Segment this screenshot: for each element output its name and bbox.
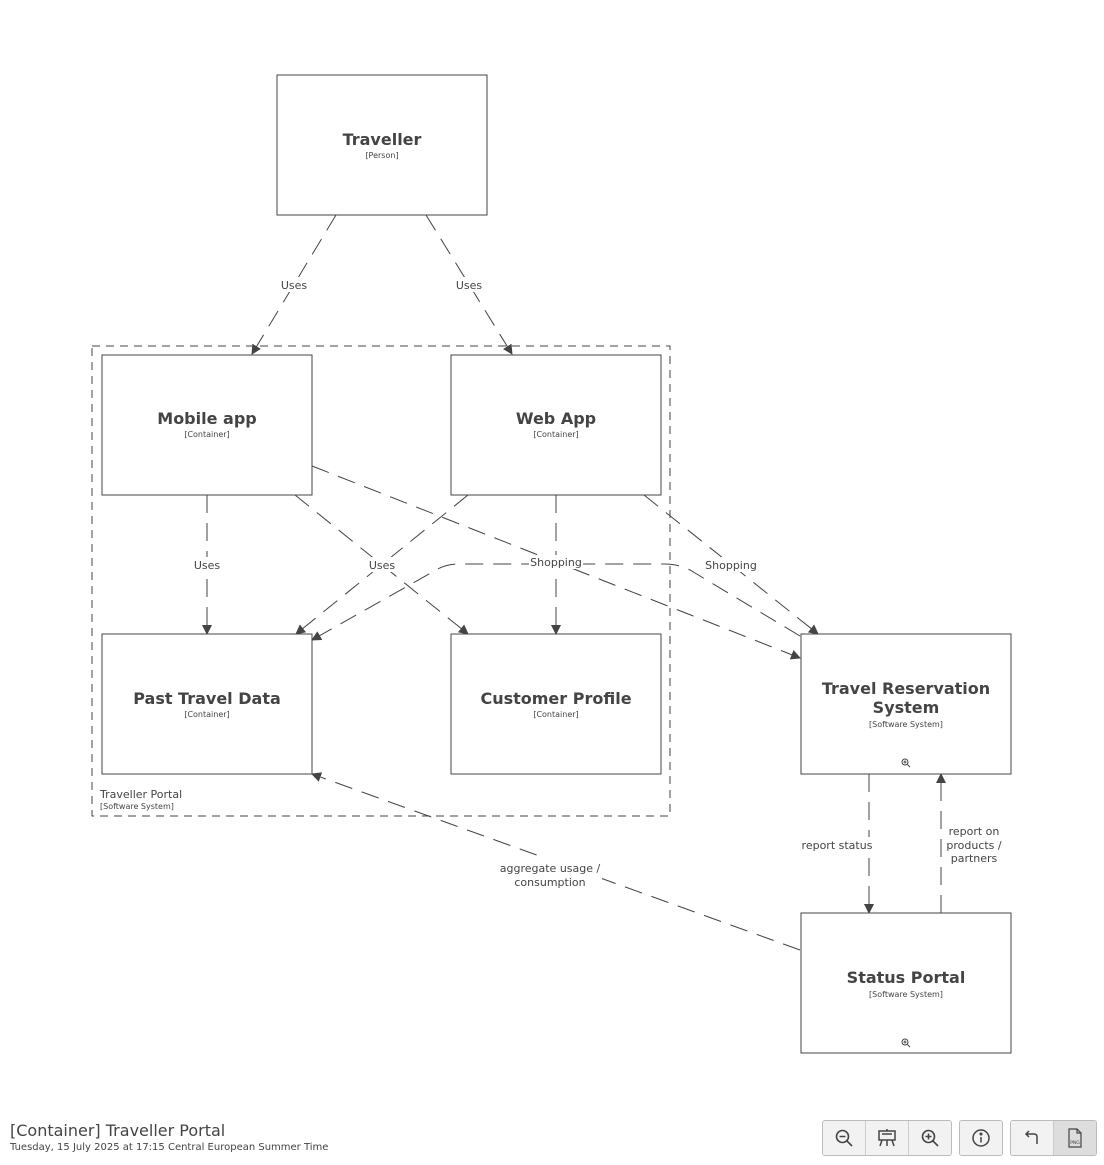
node-type: [Software System] — [869, 720, 943, 729]
node-travel-reservation-system[interactable]: Travel Reservation System [Software Syst… — [800, 633, 1012, 775]
traveller-portal-boundary: Traveller Portal [Software System] — [91, 345, 671, 817]
info-controls — [959, 1120, 1003, 1156]
node-type: [Container] — [184, 710, 229, 719]
zoom-in-button[interactable] — [909, 1121, 951, 1155]
info-icon — [972, 1129, 990, 1147]
node-type: [Container] — [533, 710, 578, 719]
node-title: Past Travel Data — [133, 689, 281, 708]
diagram-title: [Container] Traveller Portal — [10, 1121, 226, 1140]
label-status-reservation-3: partners — [951, 852, 998, 865]
node-web-app[interactable]: Web App [Container] — [450, 354, 662, 496]
zoom-in-icon — [921, 1129, 939, 1147]
node-type: [Container] — [184, 430, 229, 439]
node-title-line2: System — [873, 698, 940, 717]
diagram-footer: [Container] Traveller Portal Tuesday, 15… — [10, 1121, 328, 1153]
node-customer-profile[interactable]: Customer Profile [Container] — [450, 633, 662, 775]
edge-web-past[interactable] — [295, 494, 469, 635]
edge-mobile-customer[interactable] — [294, 494, 469, 635]
diagram-date: Tuesday, 15 July 2025 at 17:15 Central E… — [10, 1142, 329, 1153]
diagram-toolbar: PNG — [822, 1120, 1104, 1156]
node-past-travel-data[interactable]: Past Travel Data [Container] — [101, 633, 313, 775]
export-controls: PNG — [1010, 1120, 1097, 1156]
node-mobile-app[interactable]: Mobile app [Container] — [101, 354, 313, 496]
label-status-past-1: aggregate usage / — [500, 862, 601, 875]
png-export-button[interactable]: PNG — [1054, 1121, 1096, 1155]
node-traveller[interactable]: Traveller [Person] — [276, 74, 488, 216]
label-status-reservation-2: products / — [946, 839, 1002, 852]
zoom-controls — [822, 1120, 952, 1156]
zoom-out-icon — [835, 1129, 853, 1147]
undo-icon — [1024, 1130, 1038, 1144]
svg-text:PNG: PNG — [1070, 1140, 1080, 1146]
label-web-past: Uses — [369, 559, 396, 572]
undo-button[interactable] — [1011, 1121, 1054, 1155]
node-title: Customer Profile — [480, 689, 631, 708]
node-type: [Person] — [365, 151, 398, 160]
zoom-out-button[interactable] — [823, 1121, 866, 1155]
label-web-reservation: Shopping — [705, 559, 757, 572]
label-traveller-web: Uses — [456, 279, 483, 292]
node-title: Web App — [516, 409, 596, 428]
node-status-portal[interactable]: Status Portal [Software System] — [800, 912, 1012, 1054]
node-title: Traveller — [343, 130, 422, 149]
info-button[interactable] — [960, 1121, 1002, 1155]
boundary-type: [Software System] — [100, 802, 174, 811]
node-type: [Software System] — [869, 990, 943, 999]
node-title: Status Portal — [847, 968, 966, 987]
edge-web-reservation[interactable] — [643, 494, 819, 635]
edge-reservation-past[interactable] — [311, 563, 801, 641]
node-title: Mobile app — [157, 409, 256, 428]
fit-to-screen-button[interactable] — [866, 1121, 909, 1155]
node-type: [Container] — [533, 430, 578, 439]
label-status-past-2: consumption — [514, 876, 585, 889]
label-mobile-reservation: Shopping — [530, 556, 582, 569]
node-title-line1: Travel Reservation — [822, 679, 990, 698]
label-traveller-mobile: Uses — [281, 279, 308, 292]
fit-to-screen-icon — [878, 1129, 896, 1147]
png-export-icon: PNG — [1068, 1128, 1082, 1148]
label-reservation-status: report status — [802, 839, 873, 852]
label-status-reservation-1: report on — [949, 825, 1000, 838]
label-mobile-past: Uses — [194, 559, 221, 572]
zoom-into-icon[interactable] — [901, 1038, 911, 1048]
zoom-into-icon[interactable] — [901, 758, 911, 768]
boundary-title: Traveller Portal — [99, 788, 182, 801]
